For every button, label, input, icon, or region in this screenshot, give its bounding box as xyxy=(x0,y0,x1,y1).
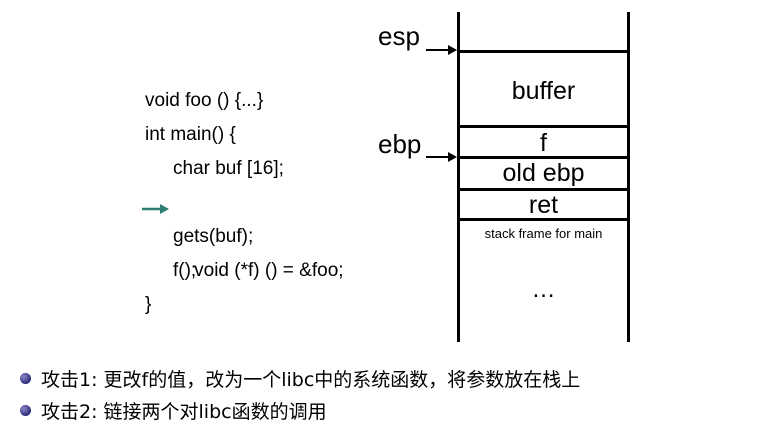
ebp-label: ebp xyxy=(378,129,422,159)
esp-label: esp xyxy=(378,21,420,51)
attack-list: 攻击1: 更改f的值，改为一个libc中的系统函数，将参数放在栈上 攻击2: 链… xyxy=(20,362,580,426)
ebp-arrow-icon xyxy=(426,152,457,162)
stack-cell-f: f xyxy=(460,125,627,158)
list-item: 攻击1: 更改f的值，改为一个libc中的系统函数，将参数放在栈上 xyxy=(20,362,580,394)
code-line-5: gets(buf); xyxy=(173,226,254,247)
code-line-1: void foo () {...} xyxy=(145,90,264,111)
bullet-icon xyxy=(20,372,31,384)
attack-1-text: 攻击1: 更改f的值，改为一个libc中的系统函数，将参数放在栈上 xyxy=(41,368,581,391)
list-item: 攻击2: 链接两个对libc函数的调用 xyxy=(20,394,580,426)
code-line-7: } xyxy=(145,294,152,315)
main-frame-label: stack frame for main xyxy=(484,226,603,241)
code-line-2: int main() { xyxy=(145,124,236,145)
attack-2-text: 攻击2: 链接两个对libc函数的调用 xyxy=(41,400,327,423)
stack-cell-main-frame: stack frame for main … xyxy=(460,218,627,331)
code-line-4: void (*f) () = &foo; xyxy=(142,186,344,281)
esp-arrow-icon xyxy=(426,45,457,55)
current-line-arrow-icon xyxy=(142,204,169,214)
code-listing: void foo () {...} int main() { char buf … xyxy=(142,84,344,322)
code-line-6: f(); xyxy=(173,260,197,281)
stack-diagram: buffer f old ebp ret stack frame for mai… xyxy=(457,12,630,342)
stack-cell-buffer: buffer xyxy=(460,50,627,129)
stack-cell-old-ebp: old ebp xyxy=(460,156,627,188)
code-line-3: char buf [16]; xyxy=(173,158,284,179)
stack-ellipsis: … xyxy=(531,276,556,303)
stack-cell-ret: ret xyxy=(460,188,627,220)
bullet-icon xyxy=(20,404,31,416)
